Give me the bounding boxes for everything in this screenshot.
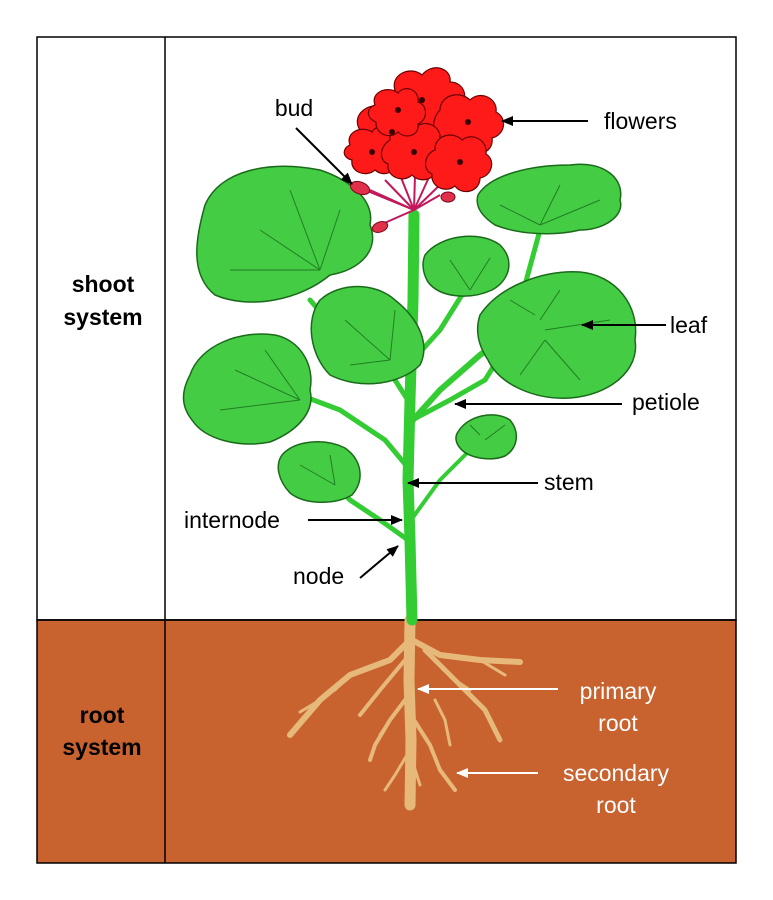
label-node: node <box>293 563 344 589</box>
shoot-system-label-line2: system <box>63 304 142 330</box>
leaf-mid-left <box>310 285 425 385</box>
bud-3 <box>440 191 456 203</box>
node-arrow <box>359 545 399 579</box>
root-system-label-line2: system <box>62 734 141 760</box>
leaf-top-right <box>476 163 622 235</box>
pointer-arrows <box>295 116 666 579</box>
root-system-drawing <box>287 614 523 811</box>
label-internode: internode <box>184 507 280 533</box>
flower-cluster <box>343 67 505 193</box>
flower-pedicels <box>359 174 446 226</box>
bud-arrow <box>295 127 353 185</box>
label-secondary-root-line2: root <box>596 792 636 818</box>
stem <box>402 209 420 626</box>
label-stem: stem <box>544 469 594 495</box>
soil-panel <box>36 619 737 864</box>
leaf <box>476 271 637 399</box>
leaf-left <box>182 333 312 445</box>
label-secondary-root-line1: secondary <box>563 760 670 786</box>
secondary-root <box>412 718 457 792</box>
leaf-veins <box>219 184 611 486</box>
label-primary-root-line1: primary <box>580 678 657 704</box>
label-primary-root-line2: root <box>598 710 638 736</box>
label-leaf: leaf <box>670 312 708 338</box>
bud-2 <box>371 221 389 233</box>
leaf-top-left <box>196 165 374 303</box>
shoot-system-label-line1: shoot <box>72 271 135 297</box>
label-flowers: flowers <box>604 108 677 134</box>
label-bud: bud <box>275 95 313 121</box>
buds <box>349 180 456 233</box>
leaf-center-top <box>422 235 510 297</box>
leaves <box>182 163 637 503</box>
flower-centers <box>369 97 471 165</box>
root-system-label-line1: root <box>80 702 125 728</box>
primary-root <box>403 614 417 811</box>
label-petiole: petiole <box>632 389 700 415</box>
pointer-arrows-white <box>417 684 558 778</box>
leaf-small-left <box>277 441 361 503</box>
